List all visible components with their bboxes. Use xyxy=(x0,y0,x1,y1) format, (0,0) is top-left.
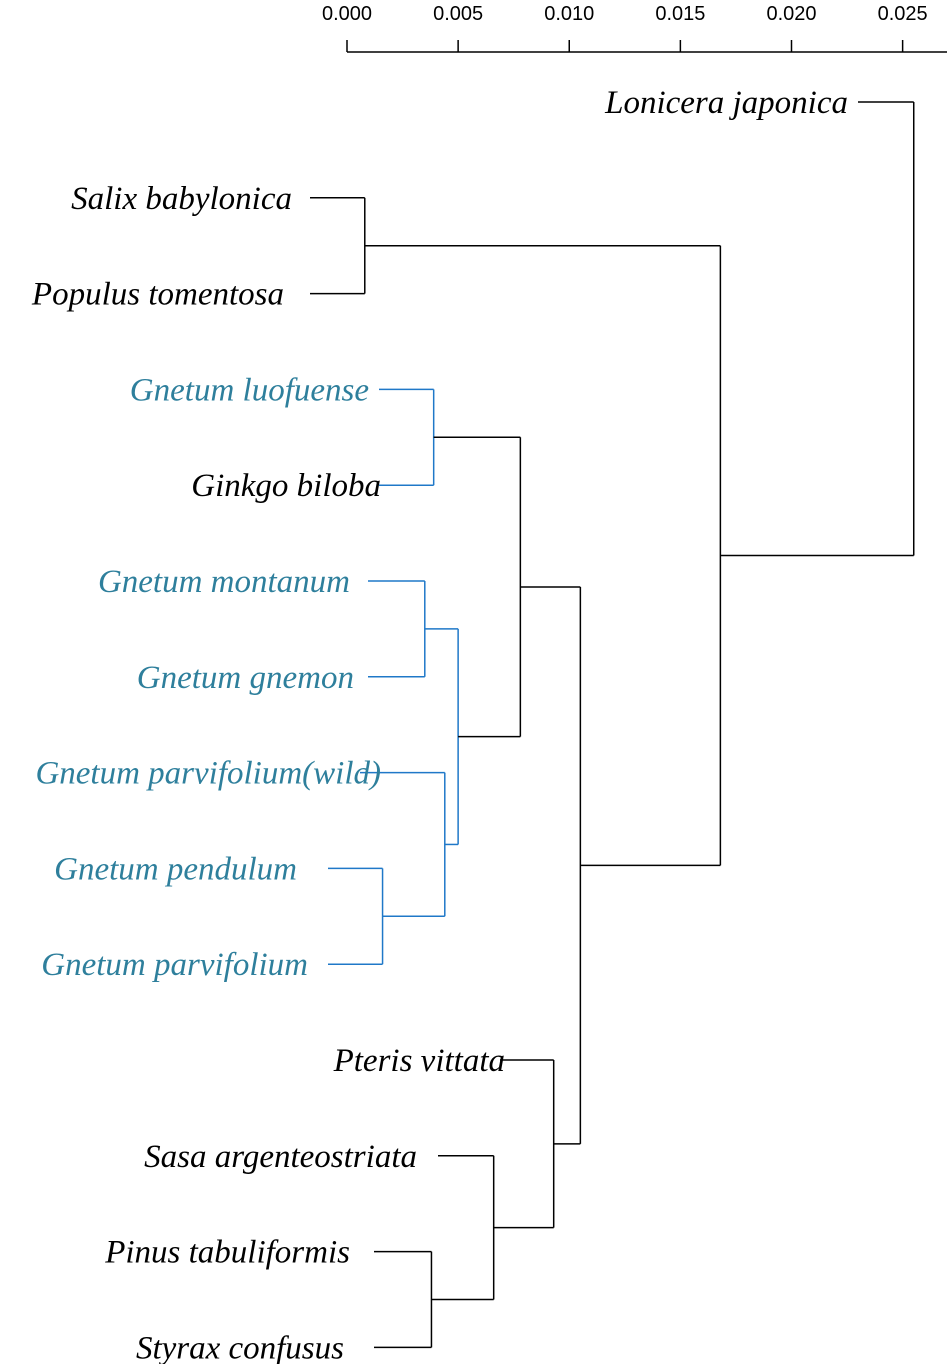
distance-scale-axis: 0.000 0.005 0.010 0.015 0.020 0.025 xyxy=(322,3,947,53)
leaf-label: Gnetum montanum xyxy=(98,564,350,600)
leaf-label: Salix babylonica xyxy=(71,181,292,217)
leaf-label: Gnetum pendulum xyxy=(54,851,297,887)
leaf-label: Populus tomentosa xyxy=(31,277,284,313)
leaf-label: Sasa argenteostriata xyxy=(144,1139,417,1175)
axis-tick-label: 0.005 xyxy=(433,3,483,25)
leaf-label: Pinus tabuliformis xyxy=(104,1235,350,1271)
axis-tick-label: 0.000 xyxy=(322,3,372,25)
leaf-label: Gnetum parvifolium xyxy=(41,947,308,983)
leaf-label: Ginkgo biloba xyxy=(191,468,381,504)
axis-tick-label: 0.020 xyxy=(766,3,816,25)
leaf-label: Styrax confusus xyxy=(136,1330,344,1364)
axis-tick-label: 0.025 xyxy=(878,3,928,25)
leaf-label: Gnetum luofuense xyxy=(130,372,369,408)
leaf-label: Gnetum gnemon xyxy=(137,660,354,696)
leaf-label: Lonicera japonica xyxy=(604,85,848,121)
leaf-label: Gnetum parvifolium(wild) xyxy=(35,756,381,792)
dendrogram-branches xyxy=(310,101,915,1349)
axis-tick-label: 0.010 xyxy=(544,3,594,25)
leaf-label: Pteris vittata xyxy=(333,1043,505,1079)
axis-tick-label: 0.015 xyxy=(655,3,705,25)
